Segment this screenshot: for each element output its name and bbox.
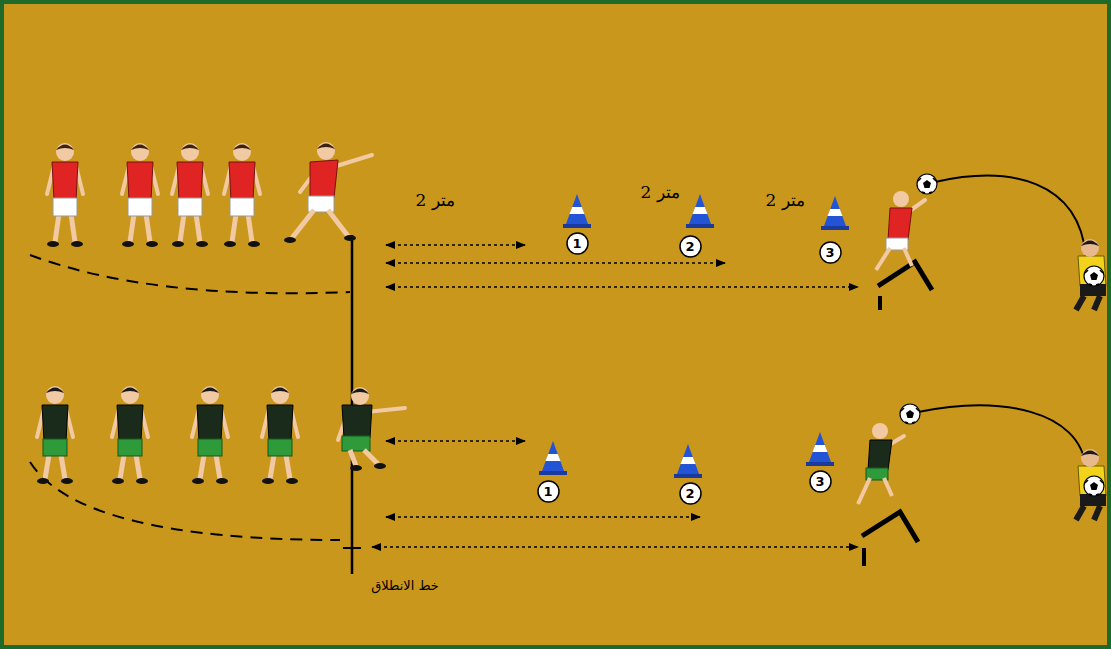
green-jumper [858,423,904,504]
ball-flight [935,176,1086,258]
distance-arrow [386,262,725,264]
distance-label: 2 متر [415,190,454,210]
callout-number: 3 [819,241,842,264]
ball [1084,266,1104,286]
cone-number-circle: 3 [809,470,832,493]
circle-shape [810,471,831,492]
cone-number-circle: 3 [819,241,842,264]
hurdle [862,548,866,566]
distance-arrow [372,546,858,548]
red-player [224,143,260,247]
green-player [37,386,73,484]
ball [900,404,920,424]
red-jumper [876,191,925,270]
red-player [172,143,208,247]
ball [917,174,937,194]
ball [1084,476,1104,496]
hurdle [878,262,932,290]
ball-flight [918,405,1086,468]
callout-number: 1 [566,232,589,255]
cone-number-circle: 2 [679,235,702,258]
circle-shape [538,481,559,502]
circle-shape [680,236,701,257]
callout-number: 1 [537,480,560,503]
cone [686,194,714,228]
distance-arrow [386,440,525,442]
circle-shape [820,242,841,263]
cone-number-circle: 2 [679,482,702,505]
green-player [192,386,228,484]
line-label: خط الانطلاق [371,578,439,593]
start-line-tick [343,547,361,549]
cone-number-circle: 1 [566,232,589,255]
circle-shape [680,483,701,504]
green-runner [338,387,405,471]
cone [674,444,702,478]
callout-number: 2 [679,482,702,505]
cone [539,441,567,475]
callout-number: 2 [679,235,702,258]
cone [821,196,849,230]
cone [806,432,834,466]
red-runner [284,142,372,243]
hurdle [878,296,882,310]
callout-number: 3 [809,470,832,493]
return-path [30,462,340,540]
green-player [262,386,298,484]
hurdle [862,512,918,542]
distance-arrow [386,516,700,518]
goalkeeper [1076,449,1106,520]
distance-label: 2 متر [765,190,804,210]
green-player [112,386,148,484]
distance-arrow [386,286,858,288]
cone-number-circle: 1 [537,480,560,503]
goalkeeper [1076,239,1106,310]
red-player [122,143,158,247]
return-path [30,255,350,293]
circle-shape [567,233,588,254]
distance-arrow [386,244,525,246]
red-player [47,143,83,247]
cone [563,194,591,228]
distance-label: 2 متر [640,182,679,202]
